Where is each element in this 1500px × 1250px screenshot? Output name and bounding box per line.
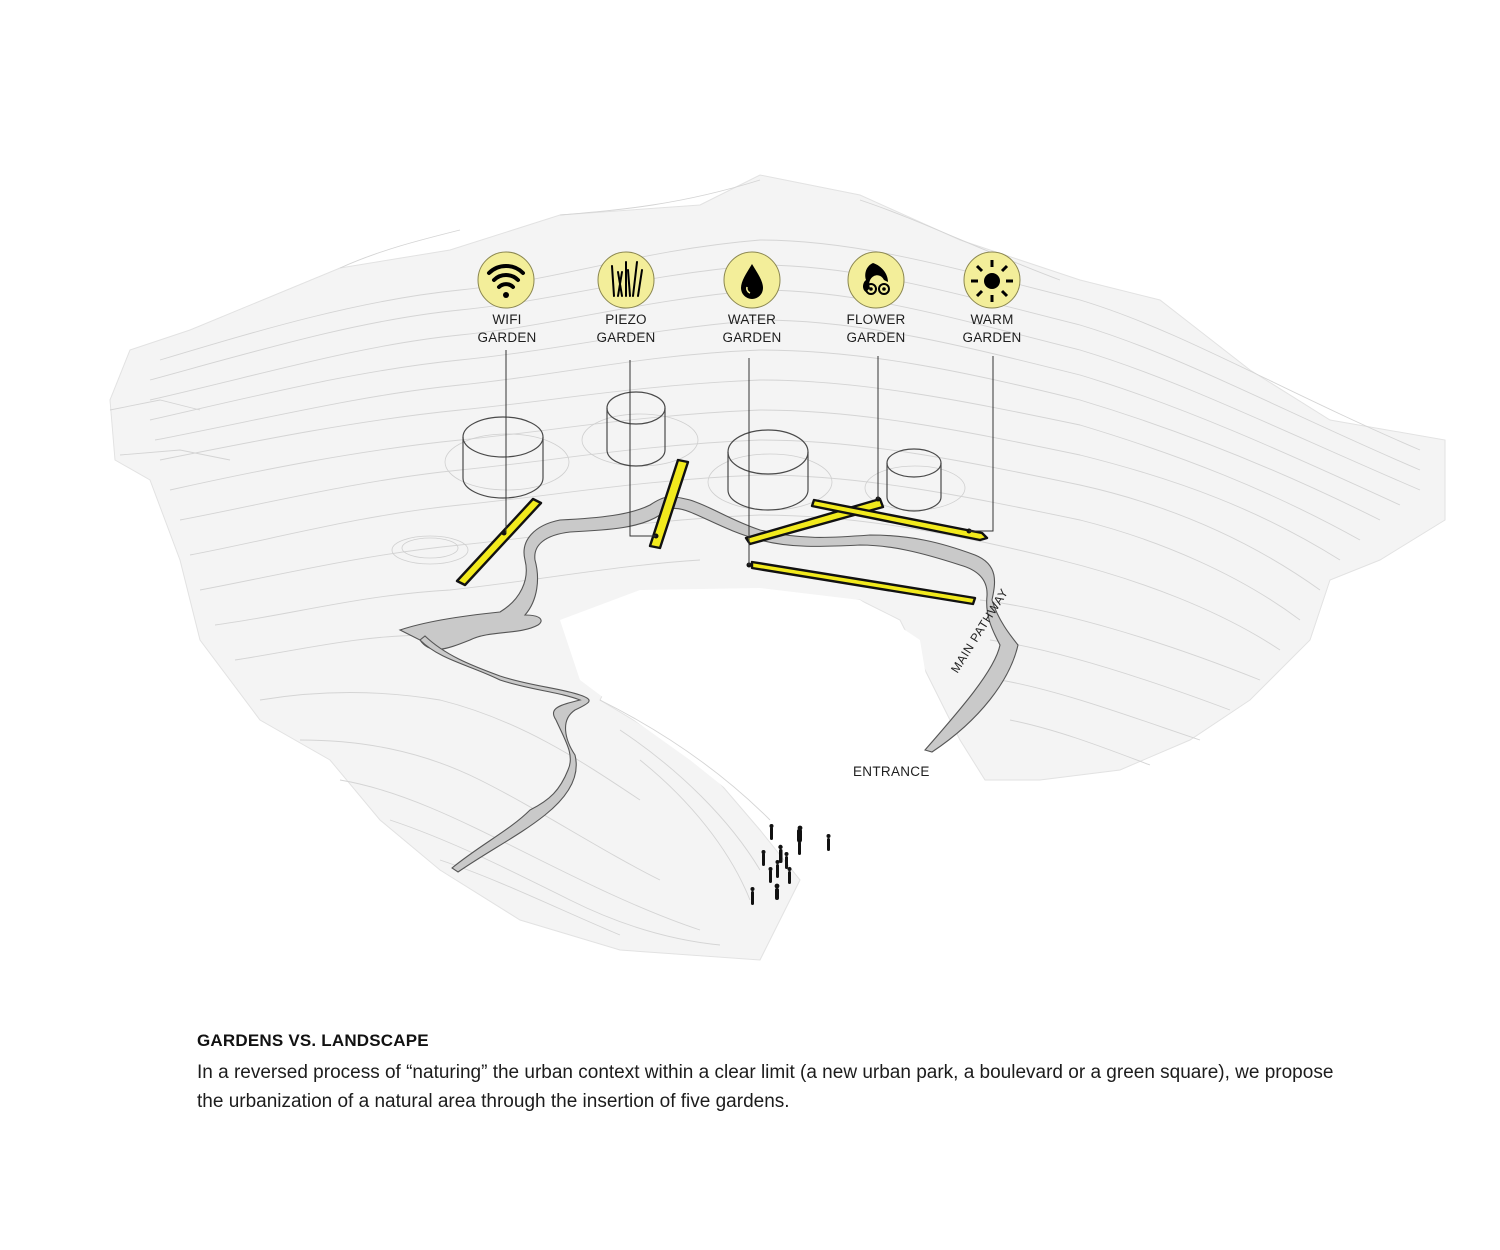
label-line2: GARDEN [846,330,906,345]
label-flower-garden: FLOWER GARDEN [811,311,941,347]
label-line1: WARM [970,312,1014,327]
reeds-icon[interactable] [597,251,655,309]
label-line1: WATER [727,312,777,327]
label-line2: GARDEN [962,330,1022,345]
label-line2: GARDEN [596,330,656,345]
caption-title: GARDENS VS. LANDSCAPE [197,1031,429,1050]
bench-water-lower [750,560,977,606]
bench-wifi [455,497,543,587]
sun-icon[interactable] [963,251,1021,309]
caption: GARDENS VS. LANDSCAPE In a reversed proc… [197,1030,1347,1116]
garden-icons [477,251,1021,309]
bench-piezo [648,458,690,550]
cylinder-piezo [606,391,666,467]
label-line1: FLOWER [846,312,906,327]
landscape-diagram [109,174,1446,961]
flower-icon[interactable] [847,251,905,309]
cylinder-wifi [462,416,544,499]
label-line2: GARDEN [477,330,537,345]
label-line2: GARDEN [722,330,782,345]
bench-flower [810,498,989,542]
people-figures [750,824,831,905]
caption-body: In a reversed process of “naturing” the … [197,1062,1334,1112]
main-pathway [398,496,1019,873]
label-wifi-garden: WIFI GARDEN [442,311,572,347]
label-warm-garden: WARM GARDEN [927,311,1057,347]
label-water-garden: WATER GARDEN [687,311,817,347]
garden-cylinders [462,391,942,512]
wifi-icon[interactable] [477,251,535,309]
label-line1: PIEZO [605,312,647,327]
label-line1: WIFI [492,312,522,327]
cylinder-flower [886,448,942,512]
cylinder-water [727,429,809,511]
label-piezo-garden: PIEZO GARDEN [561,311,691,347]
water-drop-icon[interactable] [723,251,781,309]
benches [455,458,989,606]
entrance-label: ENTRANCE [853,764,930,779]
leader-lines [505,350,994,565]
